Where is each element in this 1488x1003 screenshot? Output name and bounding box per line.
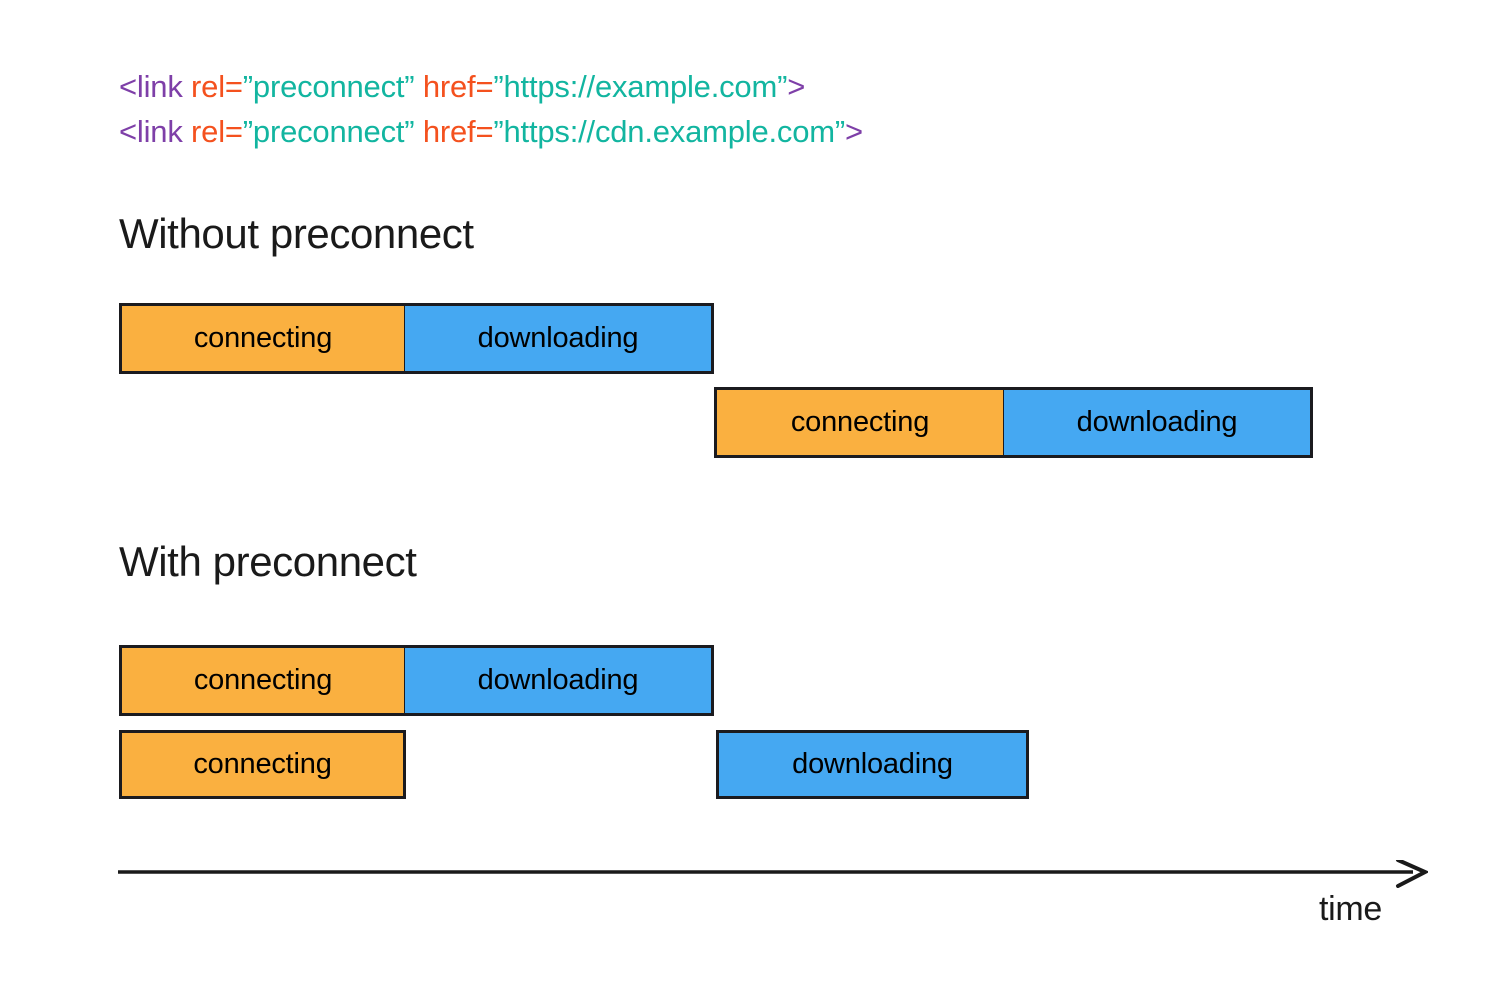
bar-without-row1-downloading: downloading (404, 303, 714, 374)
bar-without-row1-connecting: connecting (119, 303, 405, 374)
code-value-rel: ”preconnect” (242, 114, 415, 149)
code-attr-rel: rel= (182, 114, 243, 149)
bar-without-row2-connecting: connecting (714, 387, 1004, 458)
code-attr-href: href= (414, 114, 494, 149)
code-value-href: ”https://example.com” (493, 69, 788, 104)
bar-with-row1-downloading: downloading (404, 645, 714, 716)
code-tag-close: > (845, 114, 863, 149)
code-attr-rel: rel= (182, 69, 243, 104)
bar-with-row2-connecting: connecting (119, 730, 406, 799)
code-snippet: <link rel=”preconnect” href=”https://exa… (119, 64, 863, 154)
bar-with-row1-connecting: connecting (119, 645, 405, 716)
code-attr-href: href= (414, 69, 494, 104)
section-heading-without-preconnect: Without preconnect (119, 210, 474, 257)
code-value-rel: ”preconnect” (242, 69, 415, 104)
code-line-1: <link rel=”preconnect” href=”https://exa… (119, 64, 863, 109)
code-line-2: <link rel=”preconnect” href=”https://cdn… (119, 109, 863, 154)
code-value-href: ”https://cdn.example.com” (493, 114, 846, 149)
time-axis-label: time (1319, 890, 1383, 928)
code-tag-close: > (787, 69, 806, 104)
code-tag-open: <link (119, 114, 183, 149)
bar-without-row2-downloading: downloading (1003, 387, 1313, 458)
section-heading-with-preconnect: With preconnect (119, 538, 417, 585)
time-axis-arrow (118, 860, 1428, 888)
code-tag-open: <link (119, 69, 183, 104)
bar-with-row2-downloading: downloading (716, 730, 1029, 799)
